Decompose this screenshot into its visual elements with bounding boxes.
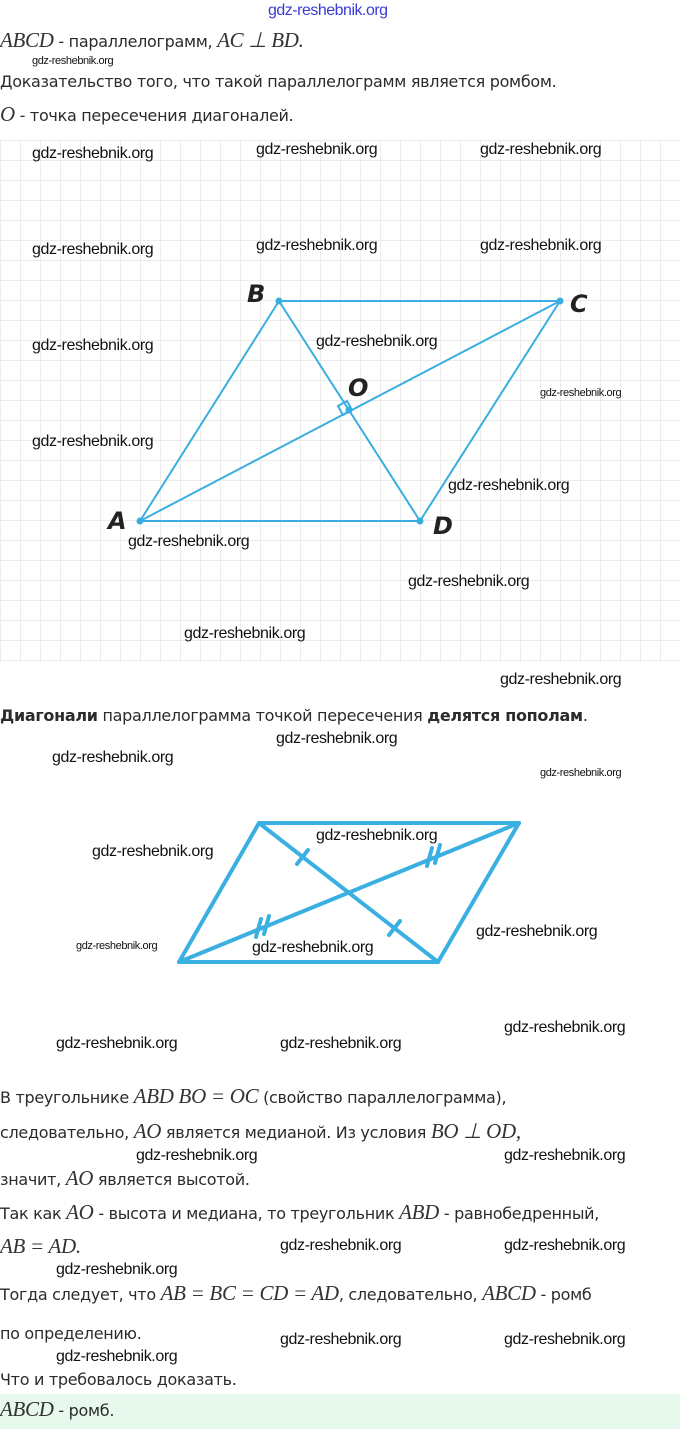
proof-line-4: Так как AO - высота и медиана, то треуго… (0, 1200, 600, 1224)
diagonals-property-line: Диагонали параллелограмма точкой пересеч… (0, 706, 588, 725)
answer-box: ABCD - ромб. (0, 1394, 680, 1429)
watermark: gdz-reshebnik.org (504, 1147, 626, 1164)
watermark: gdz-reshebnik.org (504, 1019, 626, 1036)
watermark: gdz-reshebnik.org (52, 749, 174, 766)
watermark: gdz-reshebnik.org (476, 923, 598, 940)
watermark: gdz-reshebnik.org (408, 573, 530, 590)
watermark: gdz-reshebnik.org (256, 237, 378, 254)
watermark: gdz-reshebnik.org (256, 141, 378, 158)
watermark: gdz-reshebnik.org (136, 1147, 258, 1164)
watermark: gdz-reshebnik.org (540, 767, 622, 779)
given-line: ABCD - параллелограмм, AC ⊥ BD. (0, 28, 304, 52)
figure-2-parallelogram (177, 821, 521, 964)
watermark: gdz-reshebnik.org (92, 843, 214, 860)
watermark: gdz-reshebnik.org (480, 141, 602, 158)
proof-line-7: по определению. (0, 1324, 142, 1343)
watermark: gdz-reshebnik.org (128, 533, 250, 550)
watermark: gdz-reshebnik.org (32, 433, 154, 450)
label-o: O (348, 374, 368, 402)
watermark: gdz-reshebnik.org (56, 1348, 178, 1365)
watermark: gdz-reshebnik.org (316, 333, 438, 350)
watermark: gdz-reshebnik.org (32, 337, 154, 354)
watermark: gdz-reshebnik.org (32, 55, 114, 67)
proof-line-3: значит, AO является высотой. (0, 1166, 250, 1190)
watermark: gdz-reshebnik.org (480, 237, 602, 254)
tick-double-1b (262, 914, 271, 936)
watermark: gdz-reshebnik.org (316, 827, 438, 844)
watermark: gdz-reshebnik.org (500, 671, 622, 688)
watermark: gdz-reshebnik.org (252, 939, 374, 956)
proof-line-6: Тогда следует, что AB = BC = CD = AD, сл… (0, 1281, 592, 1305)
answer-text: ABCD - ромб. (0, 1397, 115, 1421)
proof-line-1: В треугольнике ABD BO = OC (свойство пар… (0, 1084, 507, 1108)
conclusion-line: Что и требовалось доказать. (0, 1370, 237, 1389)
label-d: D (433, 512, 453, 540)
header-watermark: gdz-reshebnik.org (268, 2, 388, 19)
watermark: gdz-reshebnik.org (56, 1261, 178, 1278)
tick-single-2 (387, 919, 402, 937)
label-b: B (247, 280, 265, 308)
watermark: gdz-reshebnik.org (280, 1237, 402, 1254)
proof-line-5: AB = AD. (0, 1234, 81, 1258)
watermark: gdz-reshebnik.org (276, 730, 398, 747)
point-o-line: O - точка пересечения диагоналей. (0, 102, 294, 126)
watermark: gdz-reshebnik.org (32, 145, 154, 162)
watermark: gdz-reshebnik.org (280, 1331, 402, 1348)
tick-single-1 (295, 848, 310, 866)
watermark: gdz-reshebnik.org (76, 940, 158, 952)
watermark: gdz-reshebnik.org (448, 477, 570, 494)
label-c: C (570, 290, 588, 318)
proof-line-2: следовательно, AO является медианой. Из … (0, 1119, 521, 1143)
tick-double-1a (254, 917, 263, 939)
figure-1-points (136, 297, 564, 525)
tick-double-2b (433, 843, 442, 865)
statement-line: Доказательство того, что такой параллело… (0, 72, 557, 91)
watermark: gdz-reshebnik.org (184, 625, 306, 642)
watermark: gdz-reshebnik.org (504, 1331, 626, 1348)
grid-background (0, 140, 680, 662)
watermark: gdz-reshebnik.org (504, 1237, 626, 1254)
label-a: A (106, 507, 127, 535)
watermark: gdz-reshebnik.org (32, 241, 154, 258)
watermark: gdz-reshebnik.org (56, 1035, 178, 1052)
watermark: gdz-reshebnik.org (540, 387, 622, 399)
watermark: gdz-reshebnik.org (280, 1035, 402, 1052)
tick-double-2a (425, 846, 434, 868)
